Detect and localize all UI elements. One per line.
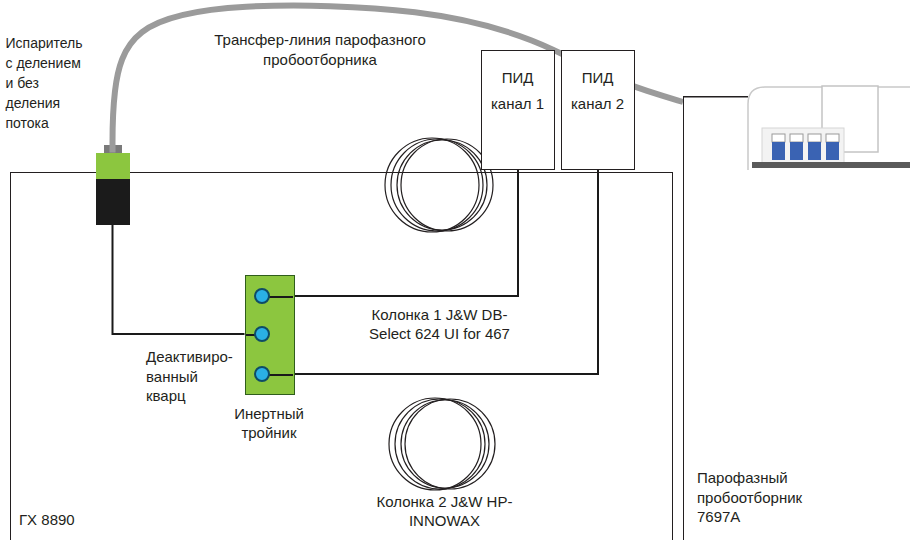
coil-turn bbox=[401, 139, 493, 231]
node-label: Колонка 2 J&W HP-INNOWAX bbox=[365, 492, 525, 531]
vial-cap bbox=[826, 134, 839, 142]
vial bbox=[790, 142, 803, 160]
node-label: Инертный тройник bbox=[214, 404, 325, 443]
detector-box: ПИД канал 1 bbox=[481, 50, 555, 170]
column-coil: Колонка 2 J&W HP-INNOWAX bbox=[355, 396, 535, 536]
node-label: ПИД канал 2 bbox=[566, 65, 629, 117]
coil-turn bbox=[401, 400, 489, 488]
transfer-line-label: Трансфер-линия парофазного пробоотборник… bbox=[200, 30, 440, 69]
coil-turn bbox=[397, 140, 487, 230]
vial bbox=[772, 142, 785, 160]
autosampler-outline bbox=[748, 87, 910, 170]
node-label: ГХ 8890 bbox=[19, 510, 75, 530]
inert-tee: Инертный тройник bbox=[245, 275, 295, 395]
vial-cap bbox=[772, 134, 785, 142]
line-label: Деактивиро- ванный кварц bbox=[146, 347, 240, 406]
vial bbox=[826, 142, 839, 160]
coil-turn bbox=[385, 138, 479, 232]
autosampler-picture bbox=[748, 86, 910, 170]
coil-turn bbox=[405, 399, 495, 489]
vial-tray bbox=[762, 128, 844, 164]
coil-turn bbox=[389, 398, 481, 490]
vial-cap bbox=[808, 134, 821, 142]
tee-port bbox=[254, 366, 270, 382]
autosampler-base bbox=[752, 162, 910, 168]
capillary-line bbox=[295, 170, 599, 374]
inlet-block: Испаритель с делением и без деления пото… bbox=[96, 153, 130, 225]
capillary-line bbox=[295, 170, 519, 296]
node-label: Испаритель с делением и без деления пото… bbox=[6, 33, 92, 133]
detector-box: ПИД канал 2 bbox=[561, 50, 635, 170]
coil-turn bbox=[395, 399, 485, 489]
vial bbox=[808, 142, 821, 160]
vial-cap bbox=[790, 134, 803, 142]
tee-port bbox=[254, 288, 270, 304]
coil-drawing bbox=[355, 396, 535, 496]
sampler-housing-edge bbox=[683, 96, 748, 98]
coil-turn bbox=[391, 139, 483, 231]
gc-housing: ГХ 8890Испаритель с делением и без делен… bbox=[10, 172, 673, 540]
tee-port bbox=[254, 326, 270, 342]
sampler-housing: Парофазный пробоотборник 7697A bbox=[683, 96, 910, 540]
node-label: Колонка 1 J&W DB-Select 624 UI for 467 bbox=[353, 305, 527, 344]
node-label: Парофазный пробоотборник 7697A bbox=[697, 468, 832, 527]
capillary-line bbox=[113, 225, 245, 335]
node-label: ПИД канал 1 bbox=[486, 65, 549, 117]
vials bbox=[772, 134, 839, 160]
